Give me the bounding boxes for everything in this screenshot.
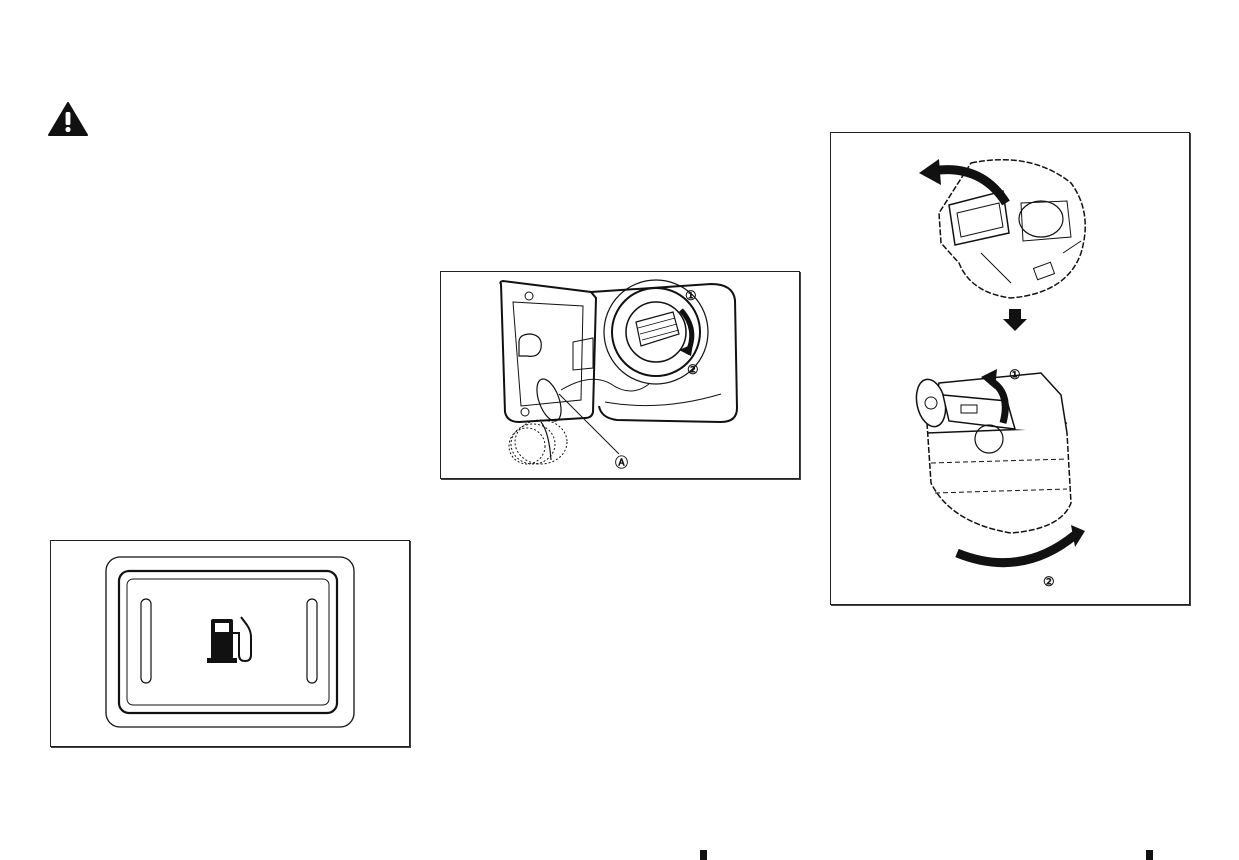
callout-part-a: Ⓐ <box>615 455 628 470</box>
fuel-button-illustration <box>105 556 355 728</box>
crop-mark-left <box>700 850 707 860</box>
figure-fuel-filler-cap: ① ② Ⓐ <box>440 271 800 479</box>
warning-icon <box>48 102 88 136</box>
cap-top-view <box>919 158 1086 299</box>
figure-locking-cap-key: ① ② <box>830 132 1190 605</box>
down-arrow-icon <box>1003 309 1027 331</box>
crop-mark-right <box>1146 850 1153 860</box>
callout-step-1: ① <box>1009 367 1021 382</box>
fuel-pump-icon <box>207 616 252 663</box>
callout-step-2: ② <box>687 362 699 377</box>
locking-cap-illustration: ① ② <box>915 158 1086 589</box>
filler-cap-illustration: ① ② Ⓐ <box>499 279 739 470</box>
cap-side-view <box>915 369 1085 568</box>
callout-step-1: ① <box>685 288 697 303</box>
callout-step-2: ② <box>1043 574 1055 589</box>
figure-fuel-door-button <box>50 540 410 747</box>
